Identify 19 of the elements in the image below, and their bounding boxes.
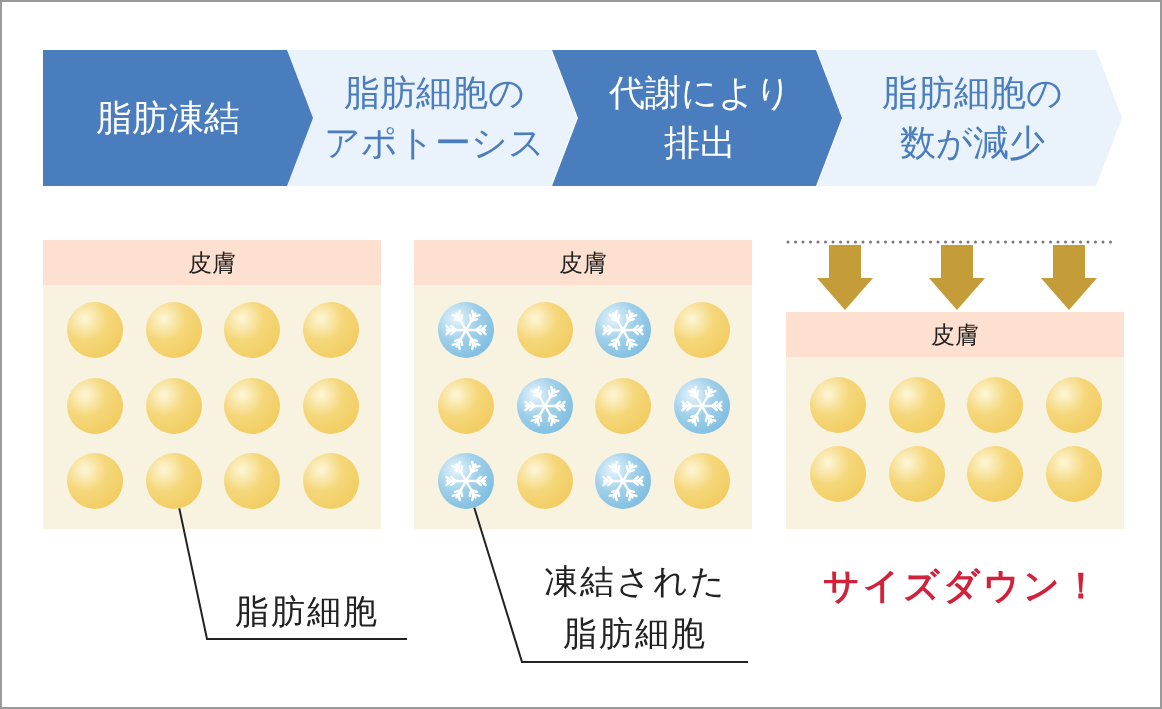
step-text: 脂肪凍結 <box>96 97 240 140</box>
slogan-text: サイズダウン！ <box>821 565 1103 608</box>
skin-band <box>43 240 381 285</box>
skin-band <box>786 312 1124 357</box>
leader-line <box>473 506 749 663</box>
skin-label: 皮膚 <box>931 319 979 350</box>
skin-label: 皮膚 <box>188 247 236 278</box>
process-step <box>817 50 1122 186</box>
step-text: 脂肪細胞の数が減少 <box>882 72 1063 165</box>
skin-label: 皮膚 <box>559 247 607 278</box>
step-text: 代謝により排出 <box>608 72 792 165</box>
skin-band <box>414 240 752 285</box>
callout-text: 脂肪細胞 <box>235 590 379 632</box>
leader-line <box>178 507 408 640</box>
step-text: 脂肪細胞のアポトーシス <box>323 72 545 165</box>
process-step <box>43 50 313 186</box>
process-step <box>552 50 842 186</box>
callout-text: 凍結された脂肪細胞 <box>543 561 727 654</box>
process-step <box>285 50 577 186</box>
